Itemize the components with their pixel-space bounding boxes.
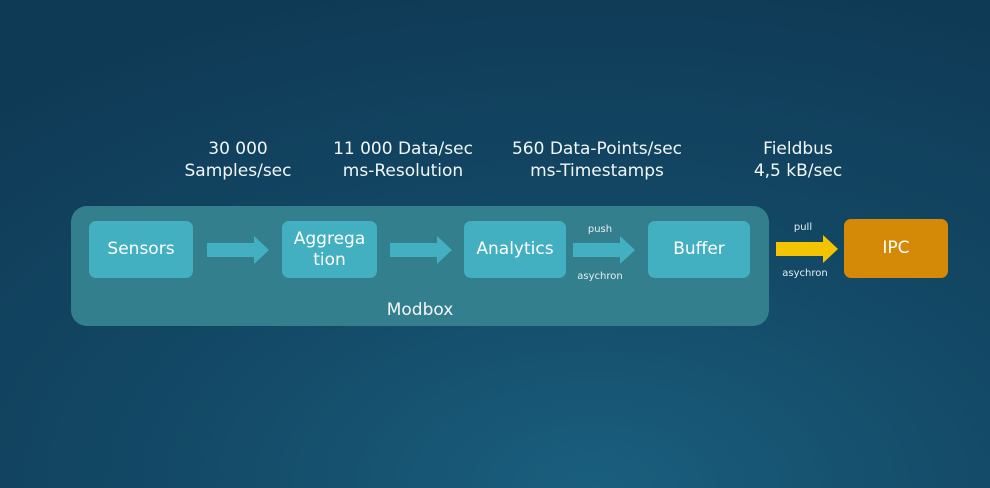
- edge-pull-mode-label: asychron: [782, 268, 828, 279]
- metric-data-points-value: 560 Data-Points/sec: [511, 139, 683, 159]
- metric-data-rate-value: 11 000 Data/sec: [333, 139, 473, 159]
- metric-data-points-unit: ms-Timestamps: [530, 161, 664, 181]
- node-aggregation-label-2: tion: [313, 249, 346, 270]
- node-analytics-label: Analytics: [476, 239, 554, 259]
- arrow-aggregation-to-analytics: [390, 236, 452, 264]
- node-aggregation-label-1: Aggrega: [293, 228, 366, 249]
- node-sensors-label: Sensors: [107, 239, 175, 259]
- node-ipc-label: IPC: [882, 238, 910, 258]
- metric-fieldbus-value: Fieldbus: [763, 139, 833, 159]
- metric-samples-unit: Samples/sec: [184, 161, 292, 181]
- arrow-buffer-to-ipc: [776, 235, 838, 263]
- metric-fieldbus: Fieldbus 4,5 kB/sec: [738, 138, 858, 182]
- metric-data-points: 560 Data-Points/sec ms-Timestamps: [497, 138, 697, 182]
- node-aggregation[interactable]: Aggrega tion: [282, 221, 377, 278]
- metric-fieldbus-unit: 4,5 kB/sec: [753, 161, 843, 181]
- modbox-label: Modbox: [386, 300, 454, 320]
- node-buffer[interactable]: Buffer: [648, 221, 750, 278]
- node-sensors[interactable]: Sensors: [89, 221, 193, 278]
- node-analytics[interactable]: Analytics: [464, 221, 566, 278]
- metric-data-rate-unit: ms-Resolution: [342, 161, 464, 181]
- edge-pull-label: pull: [793, 222, 813, 233]
- edge-push-label: push: [587, 224, 613, 235]
- metric-samples-value: 30 000: [208, 139, 268, 159]
- node-buffer-label: Buffer: [673, 239, 725, 259]
- metric-data-rate: 11 000 Data/sec ms-Resolution: [318, 138, 488, 182]
- arrow-analytics-to-buffer: [573, 236, 635, 264]
- metric-samples: 30 000 Samples/sec: [168, 138, 308, 182]
- node-ipc[interactable]: IPC: [844, 219, 948, 278]
- edge-push-mode-label: asychron: [577, 271, 623, 282]
- arrow-sensors-to-aggregation: [207, 236, 269, 264]
